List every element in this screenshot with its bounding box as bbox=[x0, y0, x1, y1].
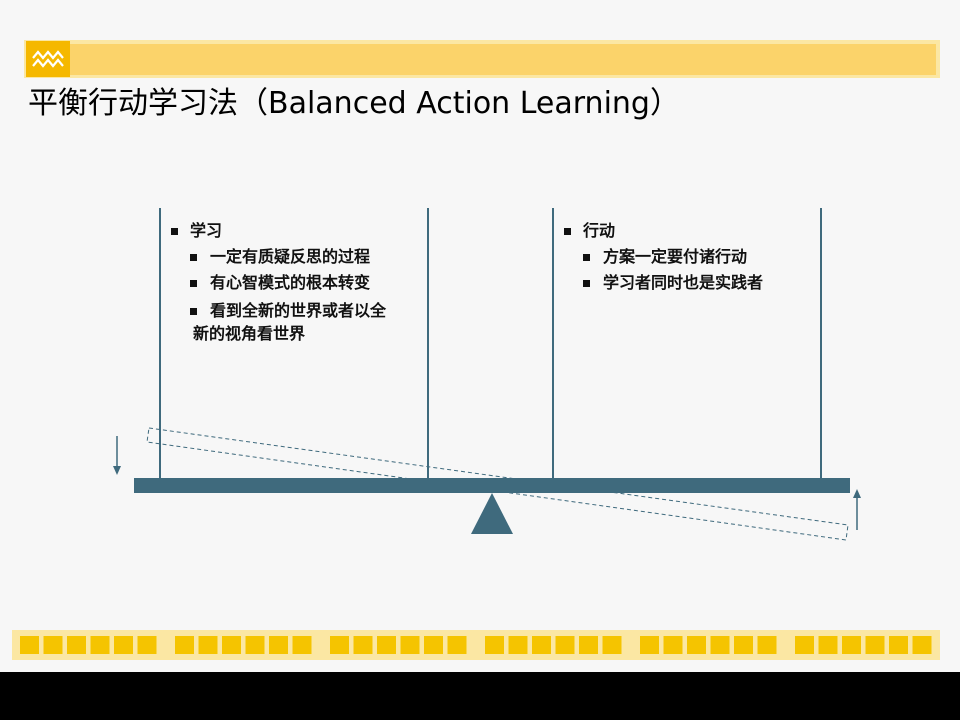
left-panel-item: 有心智模式的根本转变 bbox=[171, 270, 431, 296]
strip-square bbox=[43, 636, 63, 654]
strip-square bbox=[90, 636, 110, 654]
strip-square bbox=[400, 636, 420, 654]
left-panel-item: 一定有质疑反思的过程 bbox=[171, 244, 431, 270]
bullet-square-icon bbox=[190, 280, 197, 287]
left-panel-item-continuation: 新的视角看世界 bbox=[171, 321, 431, 347]
balance-beam bbox=[134, 478, 850, 493]
left-panel-item-text: 看到全新的世界或者以全 bbox=[210, 301, 387, 320]
right-panel-heading: 行动 bbox=[564, 218, 824, 244]
left-panel-item-text: 一定有质疑反思的过程 bbox=[210, 247, 371, 266]
arrow-down-icon bbox=[113, 436, 121, 475]
bullet-square-icon bbox=[583, 254, 590, 261]
strip-square bbox=[532, 636, 551, 654]
bullet-square-icon bbox=[190, 308, 197, 315]
strip-square bbox=[663, 636, 683, 654]
strip-squares bbox=[20, 636, 932, 654]
strip-square bbox=[137, 636, 157, 654]
strip-square bbox=[114, 636, 133, 654]
strip-square bbox=[424, 636, 443, 654]
strip-square bbox=[245, 636, 265, 654]
strip-square bbox=[353, 636, 373, 654]
strip-square bbox=[818, 636, 838, 654]
strip-square bbox=[555, 636, 575, 654]
triangle-fulcrum-icon bbox=[471, 493, 513, 534]
strip-square bbox=[842, 636, 861, 654]
left-panel-item-text: 新的视角看世界 bbox=[193, 324, 306, 343]
left-panel-heading-text: 学习 bbox=[190, 221, 223, 240]
strip-square bbox=[757, 636, 777, 654]
bullet-square-icon bbox=[564, 228, 571, 235]
strip-square bbox=[330, 636, 349, 654]
right-panel-item-text: 方案一定要付诸行动 bbox=[603, 247, 748, 266]
strip-square bbox=[865, 636, 885, 654]
bullet-square-icon bbox=[583, 280, 590, 287]
strip-square bbox=[710, 636, 730, 654]
strip-square bbox=[508, 636, 528, 654]
strip-square bbox=[485, 636, 504, 654]
left-panel-bullets: 学习 一定有质疑反思的过程 有心智模式的根本转变 看到全新的世界或者以全 新的视… bbox=[171, 218, 431, 347]
right-panel-heading-text: 行动 bbox=[583, 221, 616, 240]
right-panel-item: 方案一定要付诸行动 bbox=[564, 244, 824, 270]
left-panel-heading: 学习 bbox=[171, 218, 431, 244]
strip-square bbox=[640, 636, 659, 654]
right-panel-right-line bbox=[820, 208, 822, 478]
strip-square bbox=[222, 636, 241, 654]
slide: 平衡行动学习法（Balanced Action Learning） 学习 一定有… bbox=[0, 0, 960, 672]
strip-square bbox=[687, 636, 706, 654]
bottom-decorative-strip bbox=[12, 630, 940, 660]
page-title: 平衡行动学习法（Balanced Action Learning） bbox=[28, 86, 680, 121]
strip-square bbox=[175, 636, 194, 654]
strip-square bbox=[447, 636, 467, 654]
right-panel-item: 学习者同时也是实践者 bbox=[564, 270, 824, 296]
left-panel-left-line bbox=[159, 208, 161, 478]
strip-square bbox=[20, 636, 39, 654]
strip-square bbox=[377, 636, 396, 654]
left-panel-item: 看到全新的世界或者以全 bbox=[171, 298, 431, 324]
strip-square bbox=[602, 636, 622, 654]
header-bar-fill bbox=[70, 44, 936, 75]
strip-square bbox=[67, 636, 86, 654]
strip-square bbox=[795, 636, 814, 654]
bullet-square-icon bbox=[171, 228, 178, 235]
mountain-logo-icon bbox=[26, 41, 70, 77]
strip-square bbox=[912, 636, 932, 654]
bullet-square-icon bbox=[190, 254, 197, 261]
balance-diagram bbox=[113, 427, 861, 541]
footer-bar bbox=[0, 672, 960, 720]
right-panel-left-line bbox=[552, 208, 554, 478]
arrow-up-icon bbox=[853, 489, 861, 530]
right-panel-item-text: 学习者同时也是实践者 bbox=[603, 273, 764, 292]
left-panel-right-line bbox=[427, 208, 429, 478]
header-bar bbox=[24, 40, 940, 78]
strip-square bbox=[579, 636, 598, 654]
right-panel-bullets: 行动 方案一定要付诸行动 学习者同时也是实践者 bbox=[564, 218, 824, 296]
strip-square bbox=[269, 636, 288, 654]
strip-square bbox=[198, 636, 218, 654]
strip-square bbox=[889, 636, 908, 654]
left-panel-item-text: 有心智模式的根本转变 bbox=[210, 273, 371, 292]
strip-square bbox=[292, 636, 312, 654]
strip-square bbox=[734, 636, 753, 654]
